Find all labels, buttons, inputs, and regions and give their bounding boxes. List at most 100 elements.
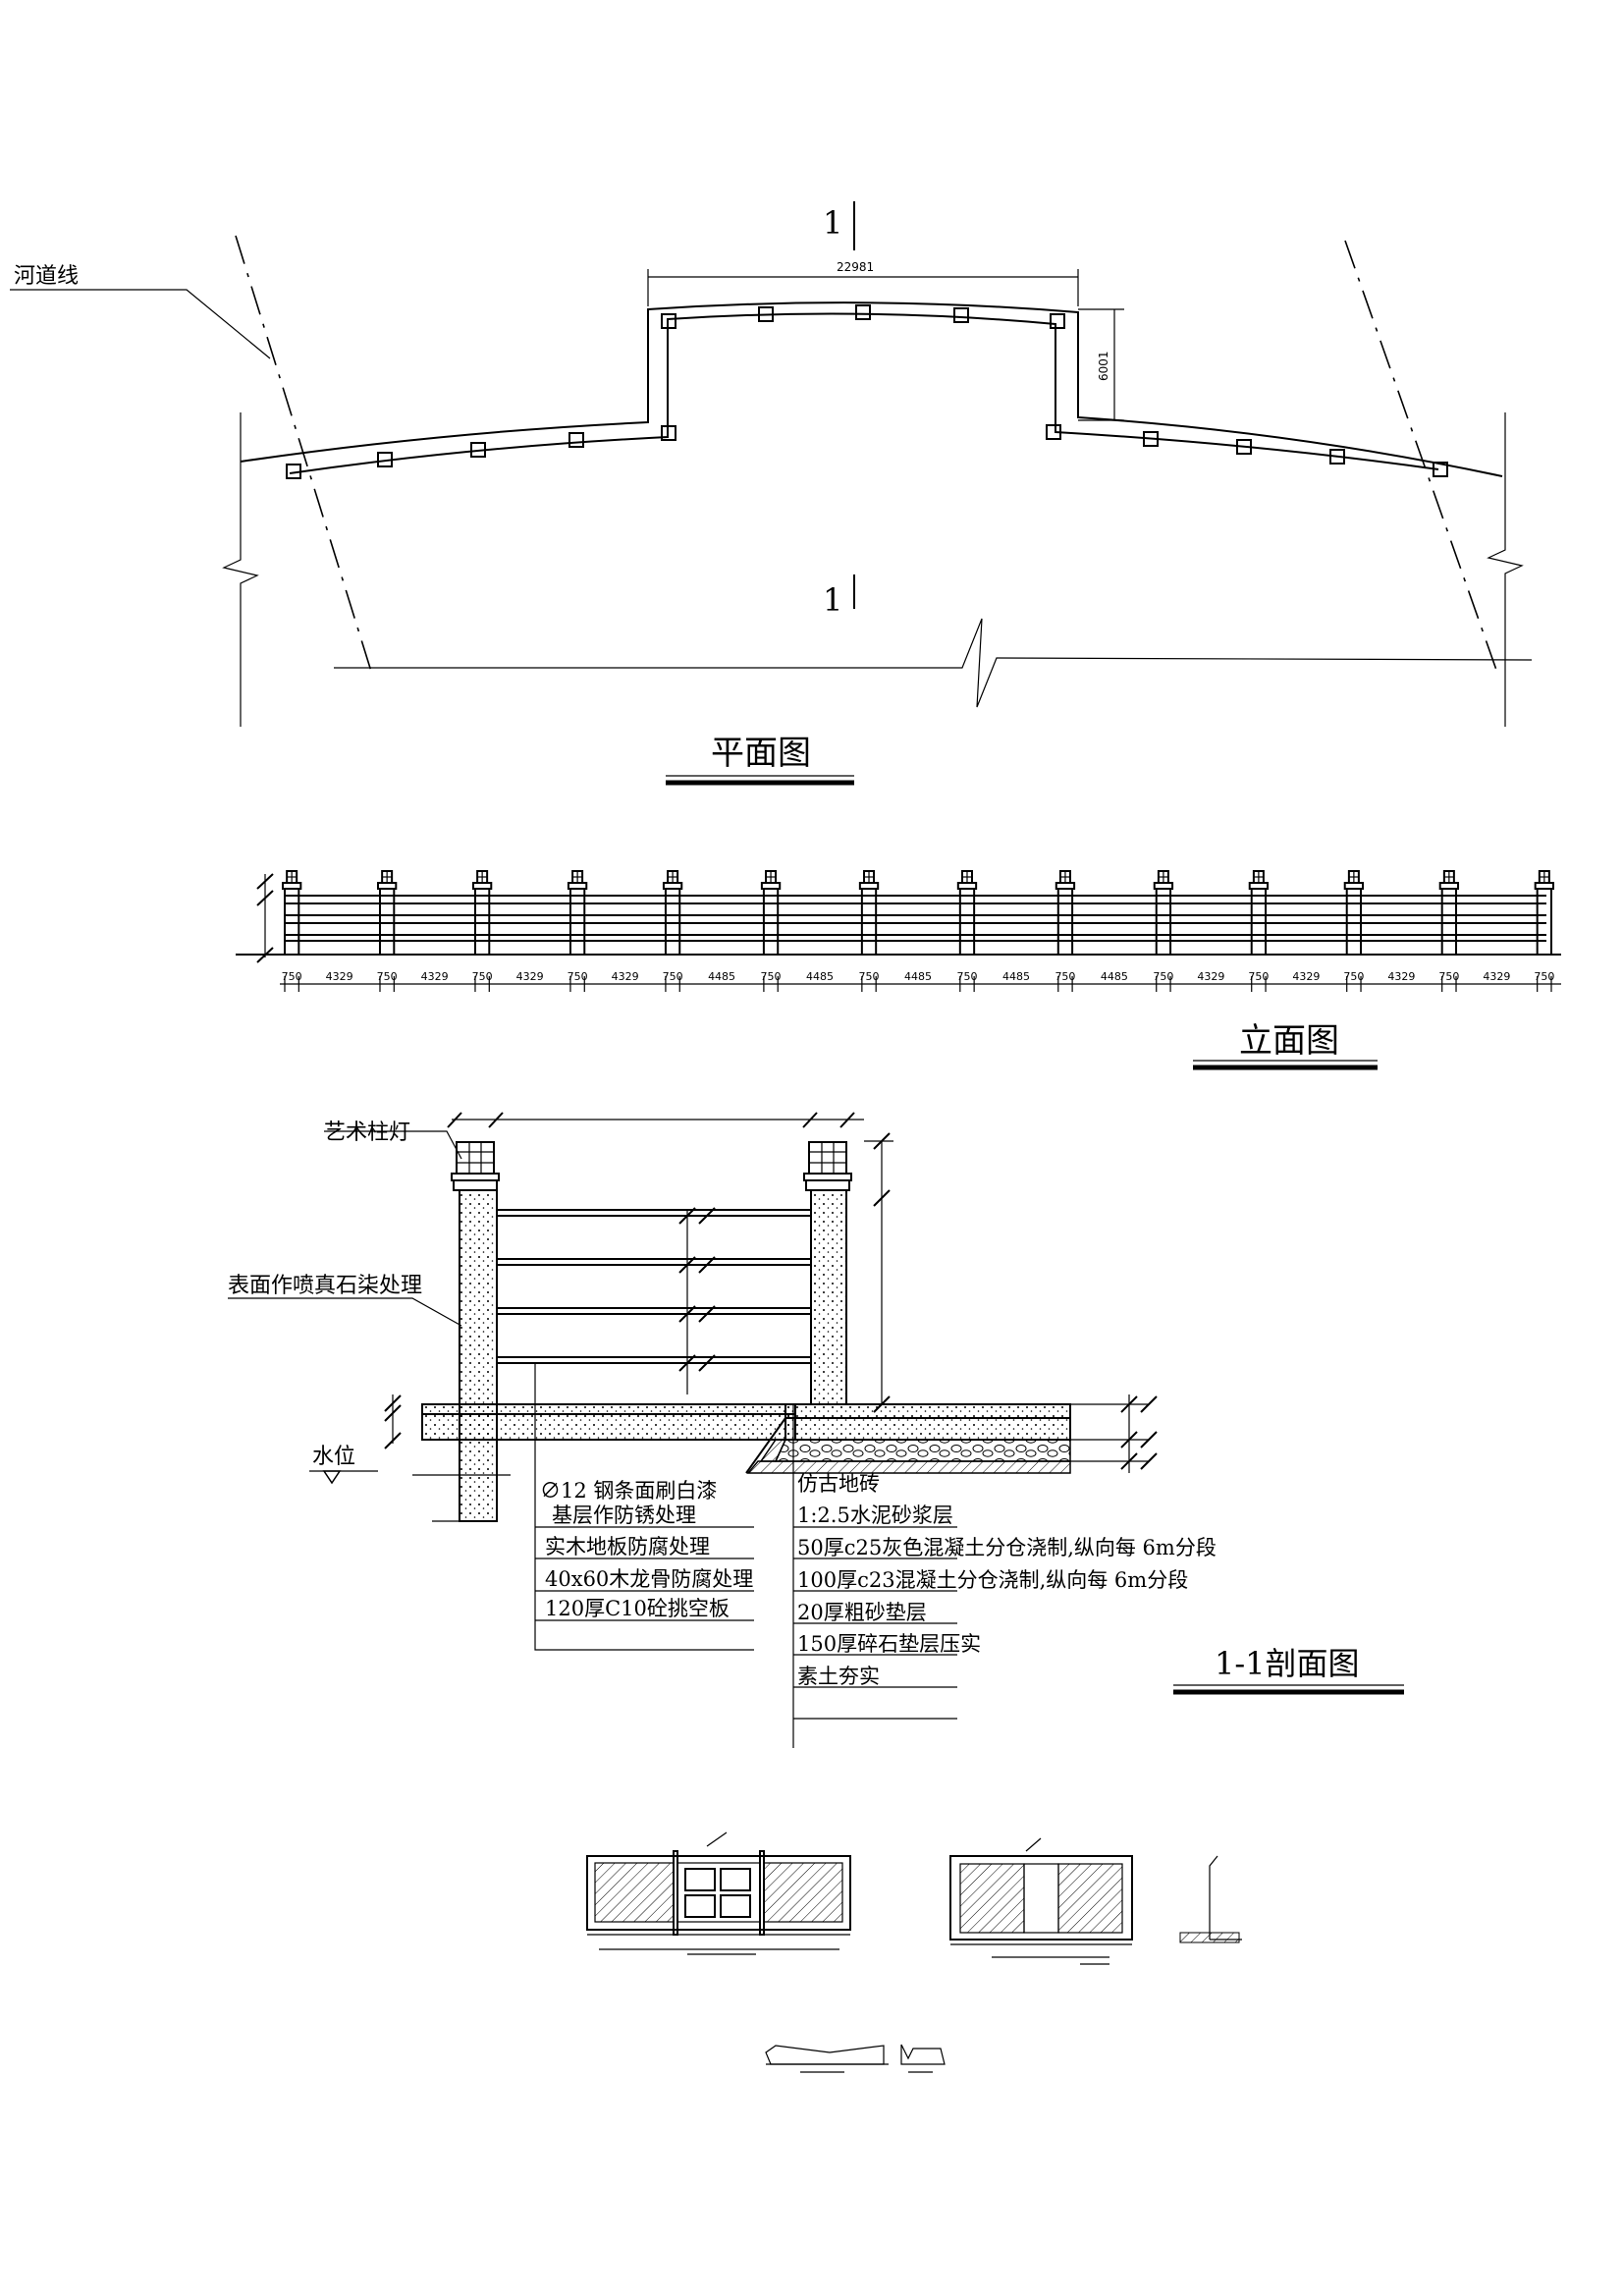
right-note: 150厚碎石垫层压实 (797, 1632, 981, 1656)
section-rails (497, 1209, 811, 1364)
plan-title: 平面图 (711, 734, 811, 773)
plan-post (286, 464, 301, 479)
river-label: 河道线 (14, 264, 79, 289)
elevation-dims: 750 4329 750 4329 750 4329 750 4329 750 4485 750 44… (282, 970, 1554, 992)
elevation-post (1153, 870, 1174, 956)
elevation-dim-label: 750 (663, 970, 683, 983)
elevation-dim-label: 4329 (421, 970, 449, 983)
elevation-dim-label: 750 (1343, 970, 1364, 983)
platform-outline (240, 301, 1503, 477)
left-notes-leader (534, 1363, 754, 1651)
detail-drawings (586, 1831, 1242, 2073)
plan-post (1433, 462, 1448, 477)
right-note: 仿古地砖 (797, 1472, 880, 1496)
left-note: 40x60木龙骨防腐处理 (545, 1567, 753, 1591)
plan-posts (286, 304, 1448, 479)
elevation-dim-label: 4485 (806, 970, 834, 983)
water-level-symbol (322, 1470, 342, 1485)
elevation-dim-label: 4485 (708, 970, 735, 983)
plan-post (568, 432, 584, 448)
detail-panel-left (586, 1831, 851, 1955)
section-mark-top: 1 (823, 204, 842, 242)
elevation-dim-label: 750 (568, 970, 588, 983)
elevation-dim-label: 750 (1248, 970, 1269, 983)
right-note: 100厚c23混凝土分仓浇制,纵向每 6m分段 (797, 1568, 1188, 1592)
detail-panel-middle (949, 1837, 1133, 1965)
detail-base (765, 2044, 946, 2073)
gravel-layer (774, 1439, 1071, 1462)
right-note: 20厚粗砂垫层 (797, 1601, 927, 1624)
elevation-title: 立面图 (1239, 1021, 1339, 1061)
concrete-layer (784, 1417, 1071, 1441)
elevation-post (858, 870, 880, 956)
elevation-post (662, 870, 683, 956)
elevation-dim-label: 4485 (904, 970, 932, 983)
elevation-dim-label: 750 (1153, 970, 1173, 983)
plan-post (1050, 313, 1065, 329)
right-note: 素土夯实 (797, 1665, 880, 1688)
elevation-dim-label: 750 (282, 970, 302, 983)
elevation-dim-label: 4329 (612, 970, 639, 983)
dim-width-label: 22981 (837, 260, 874, 274)
plan-post (1143, 431, 1159, 447)
break-line-right (1487, 412, 1524, 727)
plan-post (661, 313, 676, 329)
plan-post (953, 307, 969, 323)
plan-post (758, 306, 774, 322)
elevation-dim-label: 4329 (1292, 970, 1320, 983)
elevation-dim-label: 4485 (1002, 970, 1030, 983)
elevation-dim-label: 750 (1438, 970, 1459, 983)
elevation-view: 750 4329 750 4329 750 4329 750 4329 750 4485 750 44… (236, 870, 1561, 1070)
compacted-soil (746, 1460, 1071, 1474)
elevation-post (760, 870, 782, 956)
river-line-left (235, 235, 374, 679)
elevation-post (471, 870, 493, 956)
elevation-post (1055, 870, 1076, 956)
elevation-post (282, 870, 302, 956)
elevation-dim-label: 4329 (516, 970, 544, 983)
elevation-post (1343, 870, 1365, 956)
break-line-bottom (334, 618, 1533, 708)
plan-post (1236, 439, 1252, 455)
plan-post (1329, 449, 1345, 465)
river-line-right (1344, 240, 1498, 674)
stone-column-right (810, 1189, 847, 1405)
art-lamp-right (803, 1141, 852, 1191)
plan-post (661, 425, 676, 441)
dim-depth-label: 6001 (1097, 351, 1110, 381)
right-note: 1:2.5水泥砂浆层 (797, 1503, 953, 1527)
river-label-leader (10, 289, 271, 359)
elevation-posts (282, 870, 1554, 956)
break-line-left (222, 412, 259, 727)
surface-label: 表面作喷真石柒处理 (228, 1274, 422, 1298)
elevation-dim-label: 4329 (1387, 970, 1415, 983)
left-note: 基层作防锈处理 (552, 1503, 696, 1527)
railing-line (289, 312, 1439, 474)
elevation-post (1248, 870, 1270, 956)
elevation-dim-label: 750 (859, 970, 880, 983)
elevation-dim-label: 750 (472, 970, 493, 983)
paving-layer (784, 1403, 1071, 1419)
section-view (228, 1112, 1404, 1748)
elevation-post (567, 870, 588, 956)
elevation-dim-label: 750 (1534, 970, 1554, 983)
plan-post (470, 442, 486, 458)
elevation-post (956, 870, 978, 956)
elevation-post (376, 870, 398, 956)
elevation-dim-label: 750 (1055, 970, 1075, 983)
elevation-dim-label: 4329 (326, 970, 353, 983)
plan-view (10, 201, 1533, 786)
lamp-label: 艺术柱灯 (324, 1121, 410, 1145)
section-mark-bottom: 1 (823, 581, 842, 619)
elevation-post (1534, 870, 1554, 956)
detail-post-profile (1179, 1855, 1242, 1943)
lamp-label-leader (324, 1130, 462, 1160)
elevation-dim-label: 4329 (1197, 970, 1224, 983)
stone-column-left (459, 1189, 498, 1522)
plan-post (377, 452, 393, 467)
elevation-dim-label: 750 (761, 970, 782, 983)
elevation-dim-label: 750 (956, 970, 977, 983)
elevation-post (1438, 870, 1460, 956)
elevation-dim-label: 750 (377, 970, 398, 983)
